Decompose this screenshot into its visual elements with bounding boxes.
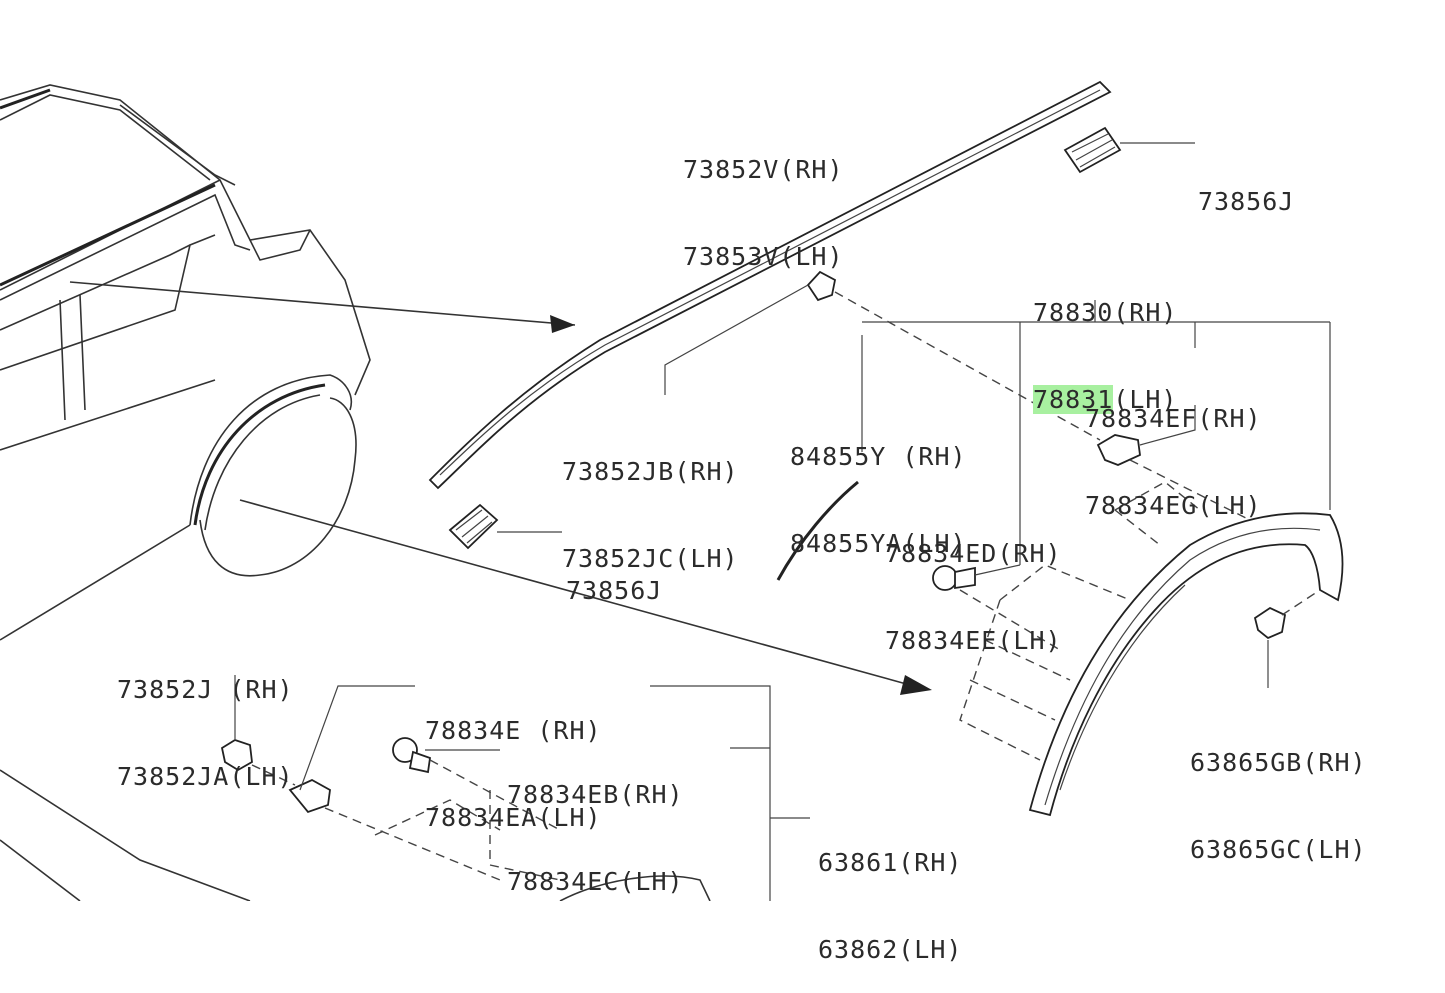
- highlighted-part-78831: 78831: [1033, 385, 1114, 414]
- label-84855y: 84855Y (RH) 84855YA(LH): [790, 442, 967, 558]
- label-63861: 63861(RH) 63862(LH): [818, 848, 963, 964]
- bracket-63861: [650, 685, 810, 901]
- bracket-78830: [862, 300, 1331, 565]
- roof-molding-73852v: [428, 80, 1112, 490]
- label-63865gb: 63865GB(RH) 63865GC(LH): [1190, 748, 1367, 864]
- parts-diagram: [0, 80, 1344, 901]
- clip-73856j-mid: [448, 503, 562, 550]
- clip-78834e: [288, 685, 501, 881]
- label-78834e: 78834E (RH) 78834EA(LH): [425, 716, 602, 832]
- clip-73856j-top: [1063, 126, 1195, 174]
- label-73852v: 73852V(RH) 73853V(LH): [683, 155, 844, 271]
- clip-78834ef: [1096, 405, 1251, 521]
- vehicle-outline: [0, 84, 711, 901]
- label-73852j: 73852J (RH) 73852JA(LH): [117, 675, 294, 791]
- wheel-arch-molding-78830: [959, 481, 1344, 817]
- clip-78834ed: [932, 564, 1061, 651]
- label-78834ef: 78834EF(RH) 78834EG(LH): [1085, 404, 1262, 520]
- clip-63865gb: [1253, 589, 1321, 688]
- label-73852jb: 73852JB(RH) 73852JC(LH): [562, 457, 739, 573]
- pointer-arrows: [69, 281, 932, 695]
- clip-73852jb: [664, 270, 1101, 441]
- tape-84855y: [776, 335, 863, 581]
- clip-78834eb: [374, 737, 561, 881]
- label-73856j-top: 73856J: [1198, 187, 1295, 216]
- clip-73852j: [220, 675, 296, 786]
- label-78830: 78830(RH) 78831(LH): [1033, 298, 1178, 414]
- label-78834eb: 78834EB(RH) 78834EC(LH): [507, 780, 684, 896]
- label-73856j-mid: 73856J: [566, 576, 663, 605]
- label-78834ed: 78834ED(RH) 78834EE(LH): [885, 539, 1062, 655]
